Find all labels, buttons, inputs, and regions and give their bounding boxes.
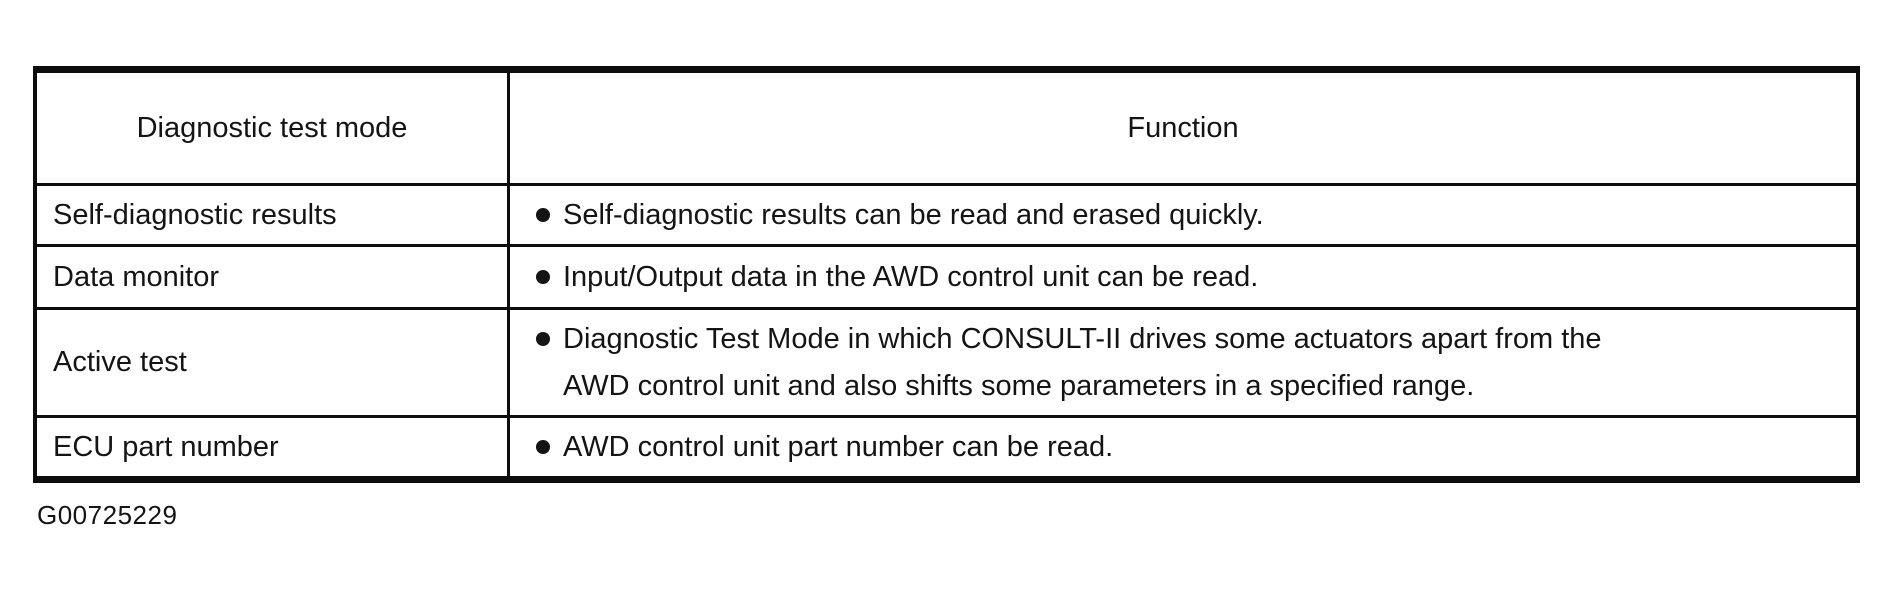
- row-active-test-function: Diagnostic Test Mode in which CONSULT-II…: [510, 310, 1856, 415]
- bullet-icon: [536, 207, 550, 222]
- bullet-line: AWD control unit part number can be read…: [536, 424, 1846, 471]
- function-text: Self-diagnostic results can be read and …: [563, 198, 1264, 231]
- bullet-icon: [536, 331, 550, 346]
- column-header-function: Function: [510, 73, 1856, 183]
- bullet-line: Diagnostic Test Mode in which CONSULT-II…: [536, 316, 1846, 410]
- column-header-diagnostic-test-mode: Diagnostic test mode: [37, 73, 507, 183]
- bullet-icon: [536, 439, 550, 454]
- row-data-monitor-function: Input/Output data in the AWD control uni…: [510, 247, 1856, 307]
- function-text: AWD control unit part number can be read…: [563, 430, 1114, 463]
- function-text: Input/Output data in the AWD control uni…: [563, 260, 1259, 293]
- row-active-test-mode: Active test: [37, 310, 507, 415]
- figure-id: G00725229: [37, 500, 178, 530]
- row-self-diagnostic-results-function: Self-diagnostic results can be read and …: [510, 186, 1856, 244]
- diagnostic-test-mode-table: Diagnostic test mode Function Self-diagn…: [33, 66, 1860, 483]
- row-ecu-part-number-mode: ECU part number: [37, 418, 507, 476]
- bullet-icon: [536, 269, 550, 284]
- function-text: Diagnostic Test Mode in which CONSULT-II…: [563, 322, 1602, 402]
- row-self-diagnostic-results-mode: Self-diagnostic results: [37, 186, 507, 244]
- bullet-line: Input/Output data in the AWD control uni…: [536, 254, 1846, 301]
- row-ecu-part-number-function: AWD control unit part number can be read…: [510, 418, 1856, 476]
- row-data-monitor-mode: Data monitor: [37, 247, 507, 307]
- bullet-line: Self-diagnostic results can be read and …: [536, 192, 1846, 239]
